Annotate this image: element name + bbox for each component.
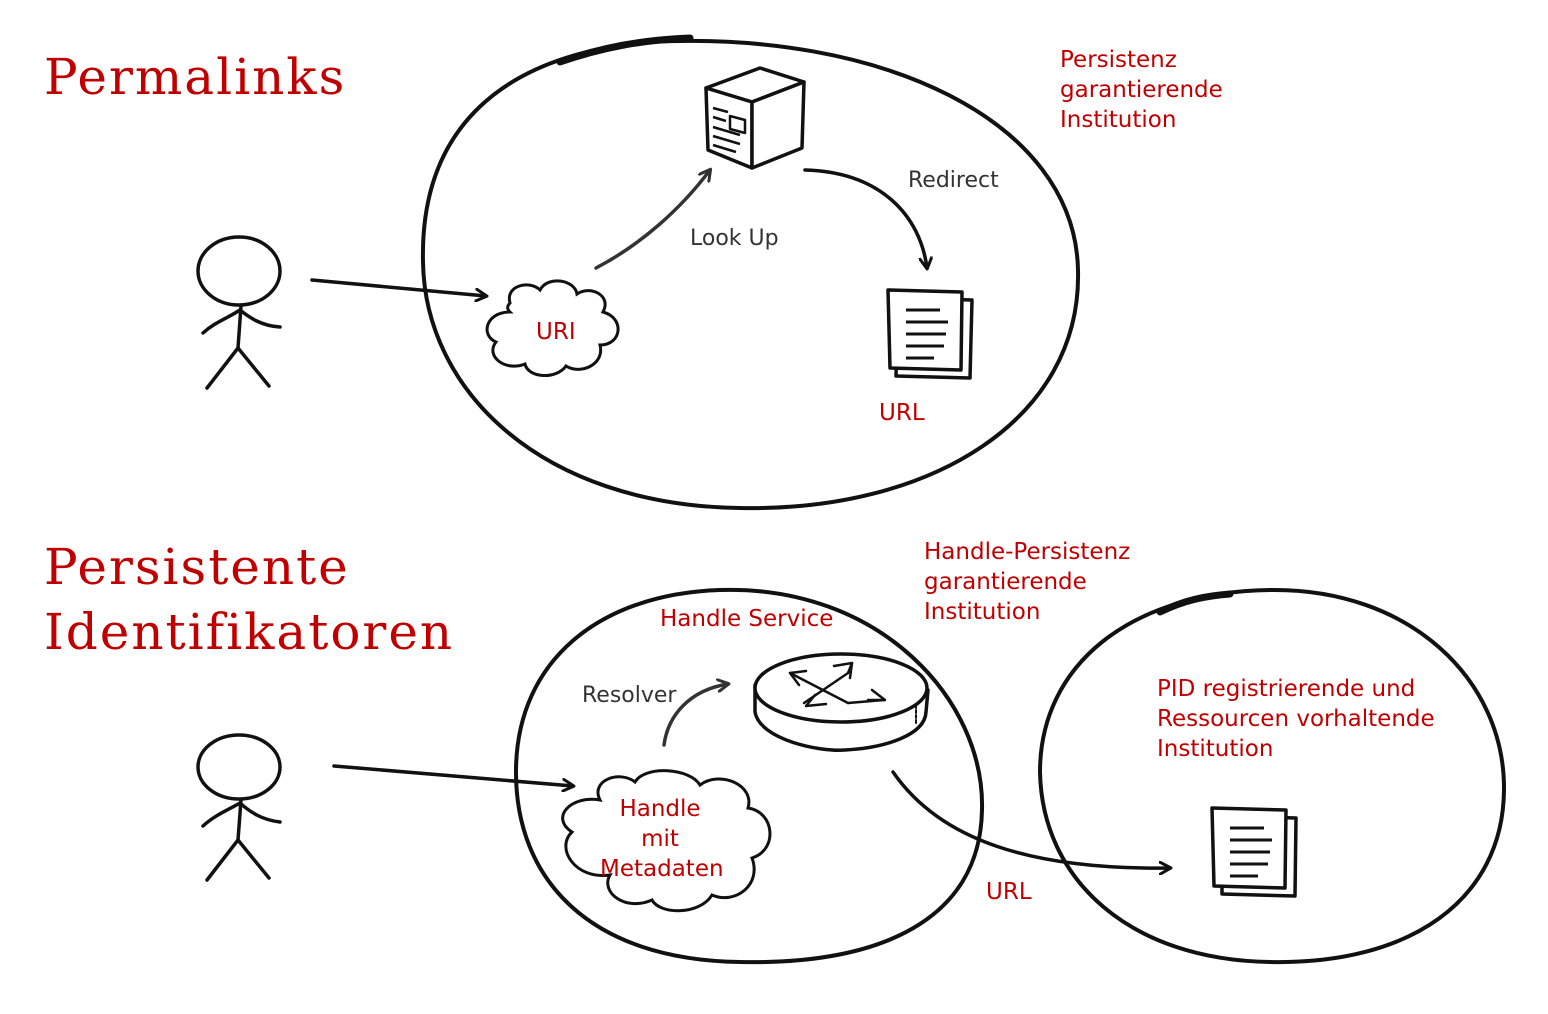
redirect-label: Redirect xyxy=(908,168,999,193)
handle-institution-line-1: Handle-Persistenz xyxy=(924,539,1131,565)
document-icon-2 xyxy=(1210,806,1298,898)
registering-institution-line-1: PID registrierende und xyxy=(1157,676,1416,702)
registering-institution-line-2: Ressourcen vorhaltende xyxy=(1157,705,1435,732)
handle-cloud-line-3: Metadaten xyxy=(600,855,724,882)
handle-cloud-line-2: mit xyxy=(641,825,679,852)
document-icon xyxy=(886,288,974,380)
handle-cloud-icon xyxy=(561,769,772,913)
handle-cloud-line-1: Handle xyxy=(619,796,701,822)
resolver-label: Resolver xyxy=(582,683,677,708)
request-arrow-2 xyxy=(332,764,573,786)
registering-institution-label: PID registrierende und Ressourcen vorhal… xyxy=(1157,675,1435,765)
handle-institution-line-3: Institution xyxy=(924,598,1041,625)
pid-title: Persistente Identifikatoren xyxy=(44,535,454,665)
pid-url-label: URL xyxy=(986,879,1032,905)
uri-label: URI xyxy=(536,319,576,345)
pid-title-line-1: Persistente xyxy=(44,538,350,596)
redirect-arrow xyxy=(803,168,927,268)
resolver-arrow xyxy=(662,684,728,747)
registering-institution-line-3: Institution xyxy=(1157,735,1274,762)
user-stick-figure-icon xyxy=(196,235,282,390)
pid-title-line-2: Identifikatoren xyxy=(44,603,455,661)
persistence-institution-label: Persistenz garantierende Institution xyxy=(1060,46,1223,136)
ellipse-stroke-accent-2 xyxy=(1156,590,1234,616)
handle-institution-line-2: garantierende xyxy=(924,568,1087,595)
url-arrow xyxy=(891,770,1170,868)
url-label: URL xyxy=(879,400,925,426)
request-arrow xyxy=(310,278,486,296)
permalinks-institution-ellipse xyxy=(420,39,1081,511)
persistence-institution-line-2: garantierende xyxy=(1060,76,1223,103)
handle-institution-label: Handle-Persistenz garantierende Institut… xyxy=(924,538,1130,628)
lookup-arrow xyxy=(594,170,710,270)
persistence-institution-line-3: Institution xyxy=(1060,106,1177,133)
server-icon xyxy=(704,66,806,170)
persistence-institution-line-1: Persistenz xyxy=(1060,47,1177,73)
uri-cloud-icon xyxy=(485,279,620,377)
user-stick-figure-icon-2 xyxy=(196,733,282,882)
handle-institution-ellipse xyxy=(513,587,985,965)
lookup-label: Look Up xyxy=(690,226,779,251)
router-icon xyxy=(753,652,930,752)
ellipse-stroke-accent xyxy=(556,34,694,66)
handle-cloud-label: Handle mit Metadaten xyxy=(600,795,724,885)
registering-institution-ellipse xyxy=(1037,587,1507,965)
handle-service-label: Handle Service xyxy=(660,606,834,632)
permalinks-title: Permalinks xyxy=(44,48,347,106)
